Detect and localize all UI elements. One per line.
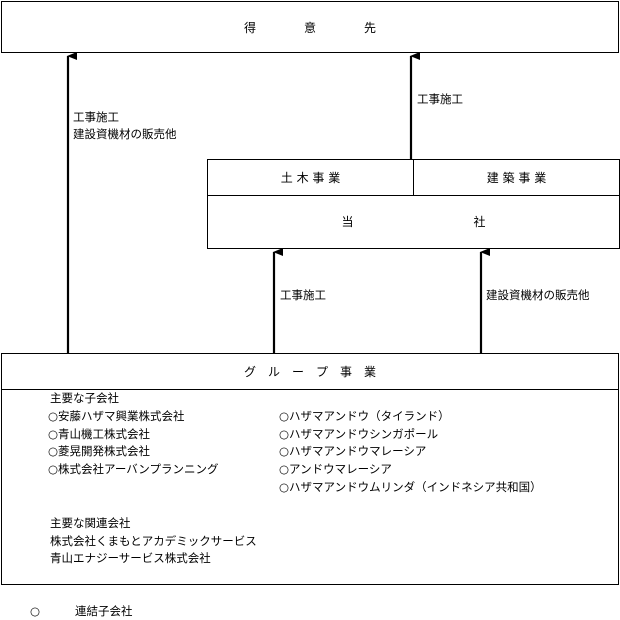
building-division-box: 建 築 事 業 bbox=[413, 159, 620, 196]
building-division-label: 建 築 事 業 bbox=[486, 171, 547, 185]
civil-division-label: 土 木 事 業 bbox=[280, 171, 341, 185]
legend-label: 連結子会社 bbox=[75, 604, 133, 618]
subsidiary-left-3: ○菱晃開発株式会社 bbox=[48, 444, 151, 458]
subsidiary-right-1: ○ハザマアンドウ（タイランド） bbox=[279, 409, 450, 423]
group-title-divider bbox=[2, 389, 618, 390]
subsidiary-right-5: ○ハザマアンドウムリンダ（インドネシア共和国） bbox=[279, 480, 542, 494]
company-label: 当 社 bbox=[341, 215, 486, 229]
affiliate-2: 青山エナジーサービス株式会社 bbox=[50, 551, 211, 565]
company-box: 当 社 bbox=[207, 195, 620, 249]
affiliates-heading: 主要な関連会社 bbox=[50, 516, 131, 530]
left-arrow-label-1: 工事施工 bbox=[73, 110, 119, 124]
mid-right-arrow-label: 建設資機材の販売他 bbox=[486, 288, 590, 302]
left-arrow-label-2: 建設資機材の販売他 bbox=[73, 127, 177, 141]
subsidiary-left-4: ○株式会社アーバンプランニング bbox=[48, 462, 219, 476]
affiliate-1: 株式会社くまもとアカデミックサービス bbox=[50, 534, 257, 548]
subsidiary-right-4: ○アンドウマレーシア bbox=[279, 462, 392, 476]
subsidiaries-heading: 主要な子会社 bbox=[50, 391, 119, 405]
group-business-title: グ ル ー プ 事 業 bbox=[243, 365, 376, 379]
subsidiary-left-2: ○青山機工株式会社 bbox=[48, 427, 151, 441]
customer-box: 得 意 先 bbox=[1, 1, 619, 53]
customer-label: 得 意 先 bbox=[243, 21, 376, 35]
group-business-box: グ ル ー プ 事 業 bbox=[1, 353, 619, 585]
mid-left-arrow-label: 工事施工 bbox=[280, 288, 326, 302]
subsidiary-left-1: ○安藤ハザマ興業株式会社 bbox=[48, 409, 185, 423]
subsidiary-right-2: ○ハザマアンドウシンガポール bbox=[279, 427, 439, 441]
subsidiary-right-3: ○ハザマアンドウマレーシア bbox=[279, 444, 427, 458]
legend-symbol: ○ bbox=[30, 604, 41, 618]
top-right-arrow-label: 工事施工 bbox=[417, 92, 463, 106]
